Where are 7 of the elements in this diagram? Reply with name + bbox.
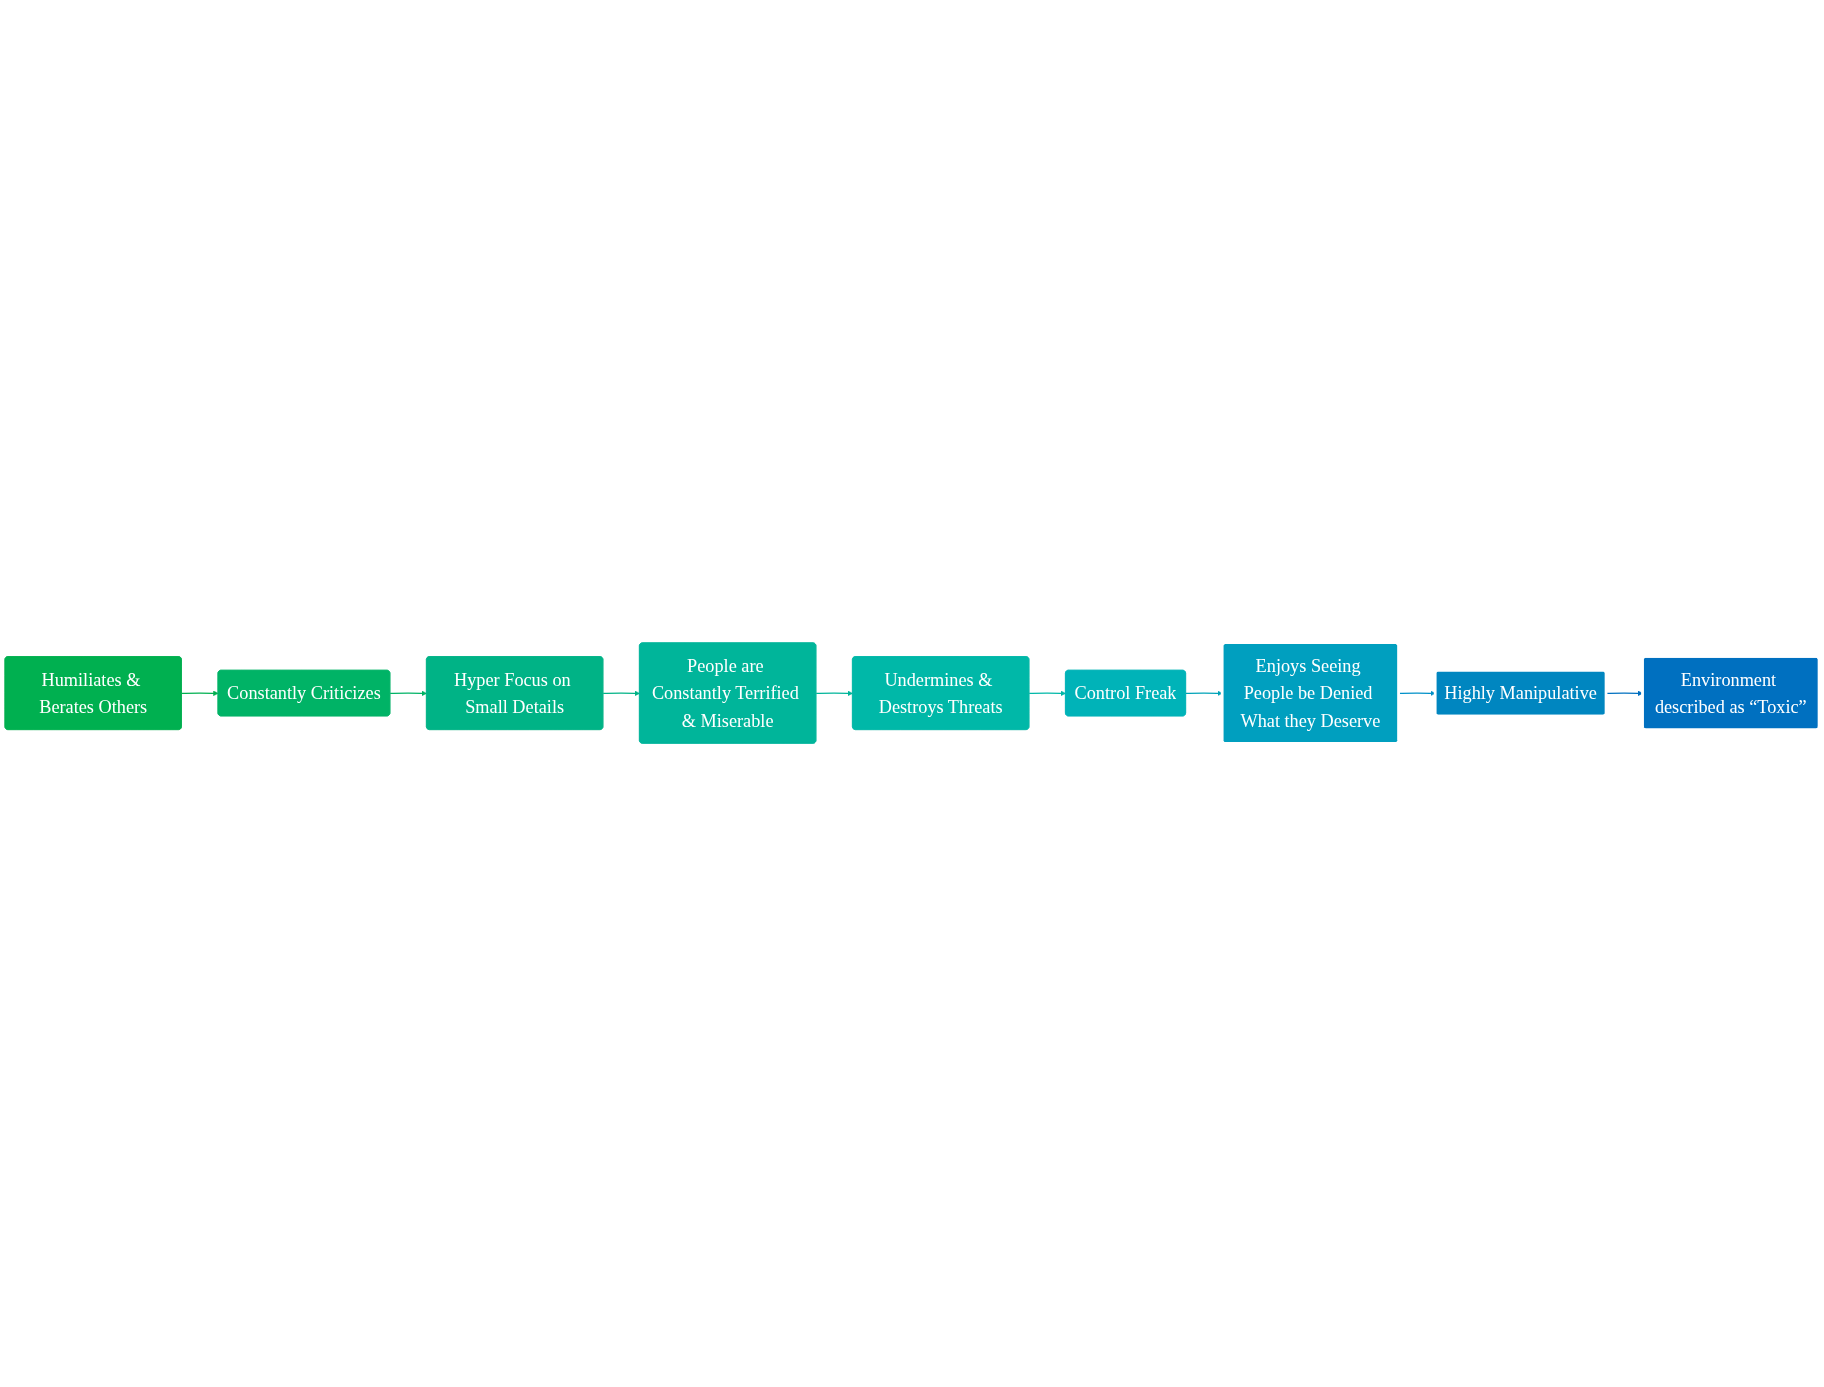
arrow <box>181 691 219 697</box>
arrow <box>1185 691 1223 697</box>
arrow <box>389 691 427 697</box>
arrow <box>1398 691 1436 697</box>
arrow <box>1028 691 1066 697</box>
arrow <box>815 691 853 697</box>
arrow <box>602 691 640 697</box>
